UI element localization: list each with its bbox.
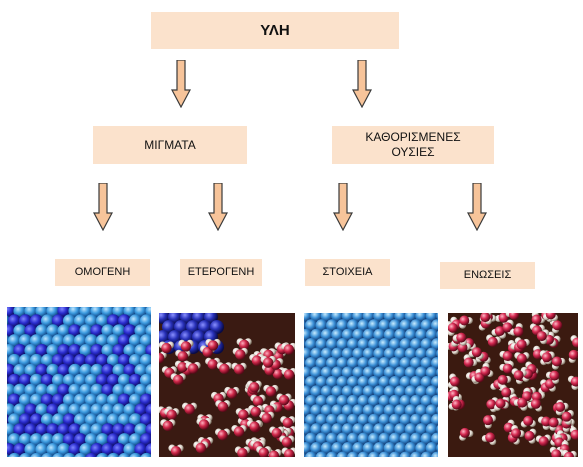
compounds-label: ΕΝΩΣΕΙΣ [463, 269, 512, 281]
homogeneous-mixture-image [7, 307, 151, 457]
pure-substances-box: ΚΑΘΟΡΙΣΜΕΝΕΣ ΟΥΣΙΕΣ [332, 126, 494, 164]
heterogeneous-mixture-image [159, 313, 295, 457]
pure-substances-label: ΚΑΘΟΡΙΣΜΕΝΕΣ ΟΥΣΙΕΣ [365, 130, 461, 159]
arrow-down-icon [333, 183, 353, 231]
heterogeneous-label: ΕΤΕΡΟΓΕΝΗ [187, 266, 255, 278]
elements-label: ΣΤΟΙΧΕΙΑ [322, 266, 373, 278]
arrow-down-icon [208, 183, 228, 231]
element-lattice-image [304, 313, 438, 457]
homogeneous-box: ΟΜΟΓΕΝΗ [55, 259, 150, 286]
arrow-down-icon [171, 60, 191, 108]
root-label: ΥΛΗ [260, 22, 290, 39]
compounds-box: ΕΝΩΣΕΙΣ [440, 262, 535, 289]
mixtures-box: ΜΙΓΜΑΤΑ [93, 126, 247, 164]
homogeneous-label: ΟΜΟΓΕΝΗ [74, 266, 131, 278]
elements-box: ΣΤΟΙΧΕΙΑ [305, 259, 390, 286]
arrow-down-icon [93, 183, 113, 231]
heterogeneous-box: ΕΤΕΡΟΓΕΝΗ [180, 259, 262, 286]
arrow-down-icon [352, 60, 372, 108]
mixtures-label: ΜΙΓΜΑΤΑ [144, 137, 196, 152]
root-box-matter: ΥΛΗ [151, 12, 399, 49]
compound-molecules-image [448, 313, 578, 457]
arrow-down-icon [467, 183, 487, 231]
